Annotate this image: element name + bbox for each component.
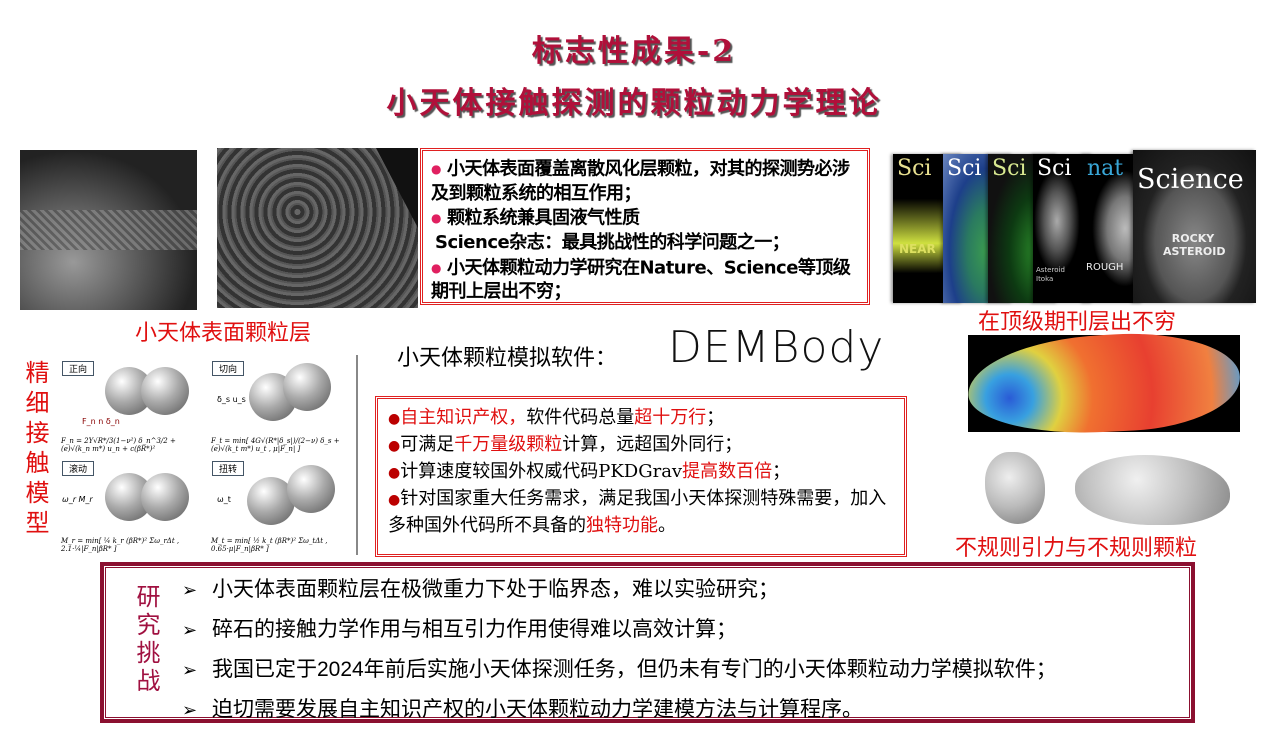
science-item: Science杂志：最具挑战性的科学问题之一； (435, 232, 790, 253)
contact-model-heading: 精细接触模型 (21, 360, 49, 540)
science-item: ●颗粒系统兼具固液气性质 (431, 207, 640, 229)
model-normal: 正向 F_n n δ_n F_n = 2Y√R*/3(1−ν²) δ_n^3/2… (57, 355, 207, 455)
slide-title: 标志性成果-2 (531, 34, 737, 69)
features-box: ●自主知识产权，软件代码总量超十万行； ●可满足千万量级颗粒计算，远超国外同行；… (375, 396, 907, 557)
challenge-item: ➢小天体表面颗粒层在极微重力下处于临界态，难以实验研究； (182, 570, 1057, 610)
bullet-icon: ● (431, 260, 441, 275)
bullet-icon: ● (431, 211, 441, 226)
model-tangential: 切向 δ_s u_s F_t = min[ 4G√(R*|δ_s|)/(2−ν)… (207, 355, 357, 455)
irregular-particle (985, 452, 1045, 524)
bullet-icon: ● (431, 162, 441, 176)
arrow-icon: ➢ (182, 580, 198, 600)
arrow-icon: ➢ (182, 700, 198, 720)
slide-subtitle: 小天体接触探测的颗粒动力学理论 (386, 86, 882, 121)
irregular-particle (1075, 455, 1230, 525)
challenges-heading: 研究挑战 (132, 584, 160, 696)
arrow-icon: ➢ (182, 620, 198, 640)
feature-item: ●自主知识产权，软件代码总量超十万行； (388, 407, 725, 428)
contact-model-diagram: 正向 F_n n δ_n F_n = 2Y√R*/3(1−ν²) δ_n^3/2… (57, 355, 358, 555)
software-label: 小天体颗粒模拟软件： (397, 346, 618, 371)
asteroid-gravity-map (965, 327, 1243, 440)
science-box: ●小天体表面覆盖离散风化层颗粒，对其的探测势必涉及到颗粒系统的相互作用； ●颗粒… (420, 148, 870, 305)
asteroid-surface-photo (217, 148, 418, 308)
feature-item: ●可满足千万量级颗粒计算，远超国外同行； (388, 434, 743, 455)
comet-surface-photo (20, 150, 197, 310)
challenge-item: ➢迫切需要发展自主知识产权的小天体颗粒动力学建模方法与计算程序。 (182, 690, 1057, 730)
model-rolling: 滚动 ω_r M_r M_r = min[ ¼ k_r (βR*)² Σω_rΔ… (57, 455, 207, 555)
dembody-logo: DEMBody (668, 322, 885, 373)
challenge-item: ➢碎石的接触力学作用与相互引力作用使得难以高效计算； (182, 610, 1057, 650)
surface-layer-caption: 小天体表面颗粒层 (135, 321, 312, 346)
science-item: ●小天体表面覆盖离散风化层颗粒，对其的探测势必涉及到颗粒系统的相互作用； (431, 158, 850, 204)
challenge-item: ➢我国已定于2024年前后实施小天体探测任务，但仍未有专门的小天体颗粒动力学模拟… (182, 650, 1057, 690)
science-item: ●小天体颗粒动力学研究在Nature、Science等顶级期刊上层出不穷； (431, 256, 851, 303)
journals-caption: 在顶级期刊层出不穷 (978, 310, 1177, 335)
arrow-icon: ➢ (182, 660, 198, 680)
irregular-caption: 不规则引力与不规则颗粒 (955, 536, 1198, 561)
feature-item: ●针对国家重大任务需求，满足我国小天体探测特殊需要，加入多种国外代码所不具备的独… (388, 488, 887, 536)
feature-item: ●计算速度较国外权威代码PKDGrav提高数百倍； (388, 461, 791, 482)
model-torsion: 扭转 ω_t M_t = min[ ½ k_t (βR*)² Σω_tΔt , … (207, 455, 357, 555)
challenges-box: 研究挑战 ➢小天体表面颗粒层在极微重力下处于临界态，难以实验研究； ➢碎石的接触… (100, 562, 1195, 723)
